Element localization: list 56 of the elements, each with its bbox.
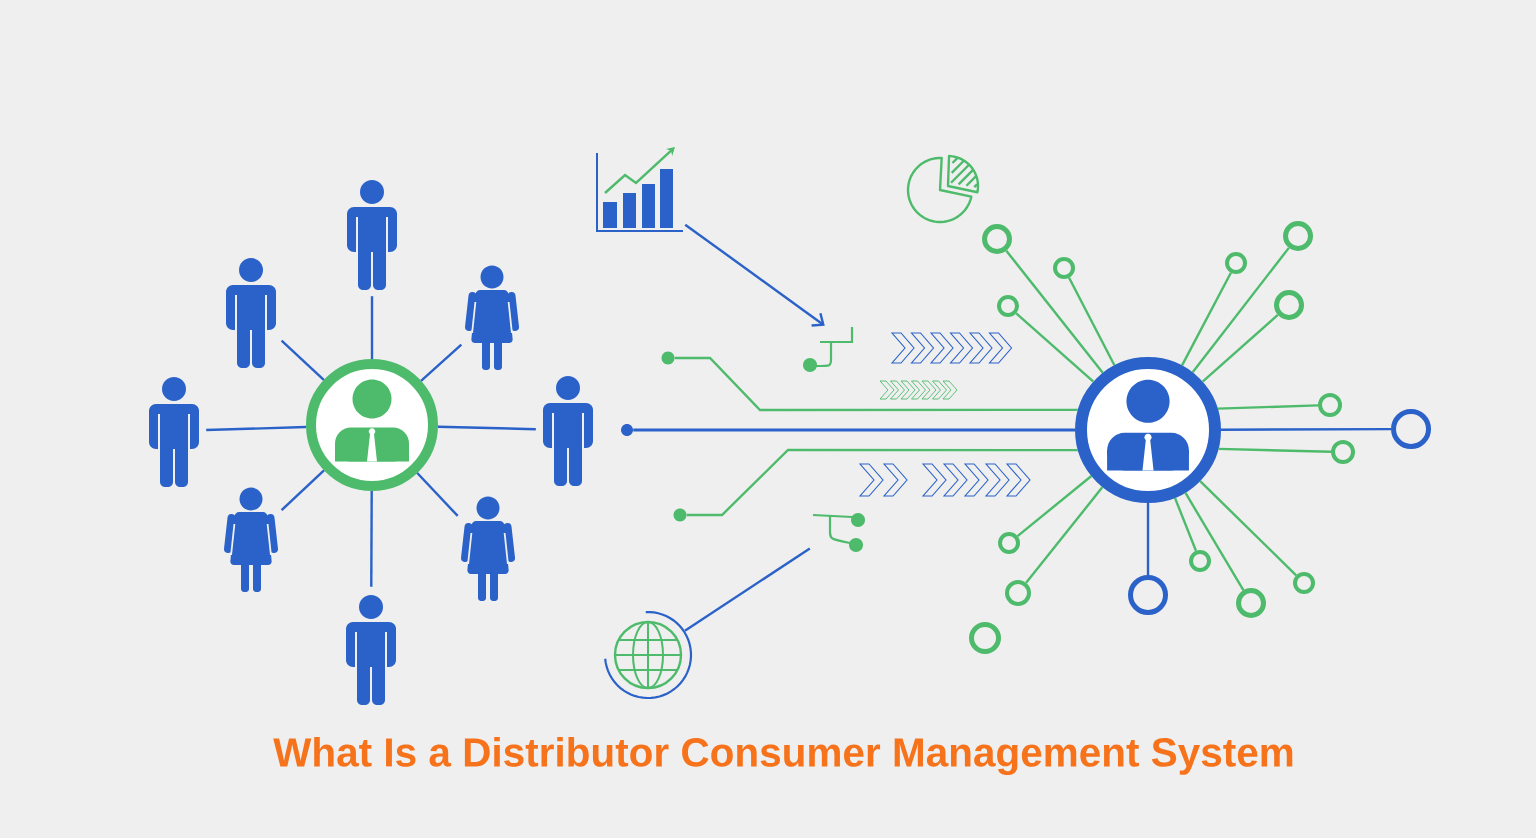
ring-node <box>1128 575 1168 615</box>
ring-node <box>1331 440 1355 464</box>
ring-node <box>997 295 1019 317</box>
connector-line <box>686 448 1078 517</box>
person-icon <box>226 258 276 368</box>
connector-line <box>1218 447 1332 453</box>
connector-line <box>1005 250 1104 374</box>
bar-chart-icon <box>596 147 684 232</box>
connector-line <box>370 491 373 587</box>
ring-node <box>1005 580 1031 606</box>
connector-line <box>684 547 811 632</box>
connector-line <box>1217 404 1319 410</box>
ring-node <box>1293 572 1315 594</box>
ring-node <box>1274 290 1304 320</box>
person-icon <box>543 376 593 486</box>
globe-icon <box>604 610 693 700</box>
connector-line <box>280 339 325 381</box>
connector-line <box>1201 314 1279 383</box>
connector-line <box>1025 486 1104 584</box>
connector-line <box>370 296 374 359</box>
connector-line <box>206 425 307 432</box>
connector-line <box>1181 272 1232 366</box>
connector-line <box>1015 312 1095 383</box>
person-icon <box>346 595 396 705</box>
ring-node <box>1053 257 1075 279</box>
connector-line <box>437 425 536 431</box>
connector-line <box>1016 475 1093 537</box>
ring-node <box>1225 252 1247 274</box>
connector-line <box>1199 480 1297 577</box>
ring-node <box>1236 588 1266 618</box>
ring-node <box>1283 221 1313 251</box>
connector-line <box>674 356 1078 412</box>
connector-line <box>1173 497 1198 552</box>
connector-line <box>416 472 459 517</box>
arrow <box>684 223 825 327</box>
connector-line <box>1221 427 1392 431</box>
ring-node <box>969 622 1001 654</box>
connector-line <box>1191 247 1290 373</box>
ring-node <box>982 224 1012 254</box>
ring-node <box>1189 550 1211 572</box>
connector-line <box>633 428 1075 432</box>
person-icon <box>461 496 515 601</box>
ring-node <box>1318 393 1342 417</box>
title: What Is a Distributor Consumer Management System <box>273 737 1293 775</box>
person-icon <box>224 487 278 592</box>
person-icon <box>347 180 397 290</box>
circuit-symbol <box>812 513 865 552</box>
connector-line <box>420 343 463 382</box>
person-icon <box>465 265 519 370</box>
ring-node <box>998 532 1020 554</box>
connector-line <box>1068 277 1116 366</box>
connector-line <box>1184 492 1245 591</box>
connector-line <box>1146 503 1150 575</box>
connector-line <box>280 469 325 512</box>
circuit-symbol <box>803 327 854 372</box>
person-icon <box>149 377 199 487</box>
